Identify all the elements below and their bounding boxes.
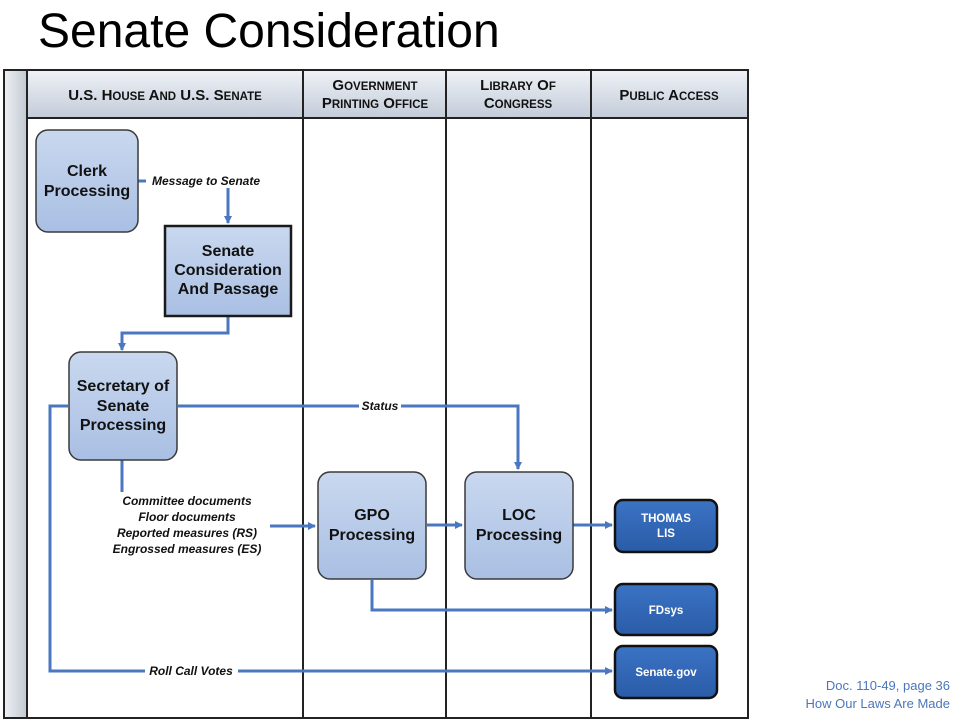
node-loc-label-2: Processing bbox=[476, 527, 562, 544]
edge-roll-call-votes bbox=[48, 404, 613, 675]
footer-citation: Doc. 110-49, page 36 bbox=[825, 678, 950, 693]
edge-label-documents-1: Committee documents bbox=[122, 494, 252, 508]
node-senate-consideration-label-2: Consideration bbox=[174, 262, 282, 279]
edge-label-roll-call: Roll Call Votes bbox=[149, 664, 233, 678]
node-senate-consideration bbox=[163, 224, 293, 318]
edge-label-documents-2: Floor documents bbox=[138, 510, 236, 524]
left-strip bbox=[5, 71, 26, 717]
node-secretary-label-2: Senate bbox=[97, 398, 150, 415]
lane-header-loc bbox=[447, 71, 591, 118]
lane-label-loc-1: LIBRARY OF bbox=[480, 77, 556, 94]
node-loc-processing bbox=[464, 471, 574, 580]
lane-header-public bbox=[592, 71, 747, 118]
page-title: Senate Consideration bbox=[38, 5, 500, 58]
label-bg-roll-call bbox=[145, 663, 238, 678]
node-thomas-label-2: LIS bbox=[657, 528, 675, 540]
connectors bbox=[48, 179, 613, 675]
node-senate-consideration-label-3: And Passage bbox=[178, 281, 279, 298]
node-secretary-label-3: Processing bbox=[80, 417, 166, 434]
lane-label-gpo-2: PRINTING OFFICE bbox=[322, 95, 429, 112]
node-fdsys bbox=[613, 582, 719, 637]
node-loc-label-1: LOC bbox=[502, 507, 536, 524]
node-gpo-processing bbox=[317, 471, 427, 580]
node-senate-gov bbox=[613, 644, 719, 700]
footer-source: How Our Laws Are Made bbox=[805, 696, 950, 711]
node-senate-consideration-label-1: Senate bbox=[202, 243, 255, 260]
edge-status bbox=[178, 404, 522, 470]
edge-passage-to-secretary bbox=[118, 317, 230, 351]
lane-label-public: PUBLIC ACCESS bbox=[619, 87, 719, 104]
node-thomas-lis bbox=[613, 498, 719, 554]
lane-header-house-senate bbox=[28, 71, 303, 118]
edge-label-documents-4: Engrossed measures (ES) bbox=[113, 542, 262, 556]
edge-gpo-to-fdsys bbox=[370, 580, 613, 614]
node-fdsys-label: FDsys bbox=[649, 605, 684, 617]
node-thomas-label-1: THOMAS bbox=[641, 513, 691, 525]
node-clerk-label-2: Processing bbox=[44, 183, 130, 200]
node-secretary-label-1: Secretary of bbox=[77, 378, 170, 395]
edge-label-status: Status bbox=[362, 399, 399, 413]
node-secretary-processing bbox=[68, 351, 178, 461]
label-bg-status bbox=[359, 398, 401, 413]
node-senate-gov-label: Senate.gov bbox=[635, 667, 697, 679]
node-clerk-processing bbox=[35, 129, 139, 233]
node-clerk-label-1: Clerk bbox=[67, 163, 107, 180]
lane-label-gpo-1: GOVERNMENT bbox=[332, 77, 417, 94]
lane-header-gpo bbox=[304, 71, 446, 118]
node-gpo-label-2: Processing bbox=[329, 527, 415, 544]
label-bg-message bbox=[146, 173, 266, 188]
node-gpo-label-1: GPO bbox=[354, 507, 390, 524]
edge-label-documents-3: Reported measures (RS) bbox=[117, 526, 257, 540]
lane-label-house-senate: U.S. HOUSE AND U.S. SENATE bbox=[68, 87, 262, 104]
edge-label-message: Message to Senate bbox=[152, 174, 260, 188]
lane-label-loc-2: CONGRESS bbox=[484, 95, 553, 112]
